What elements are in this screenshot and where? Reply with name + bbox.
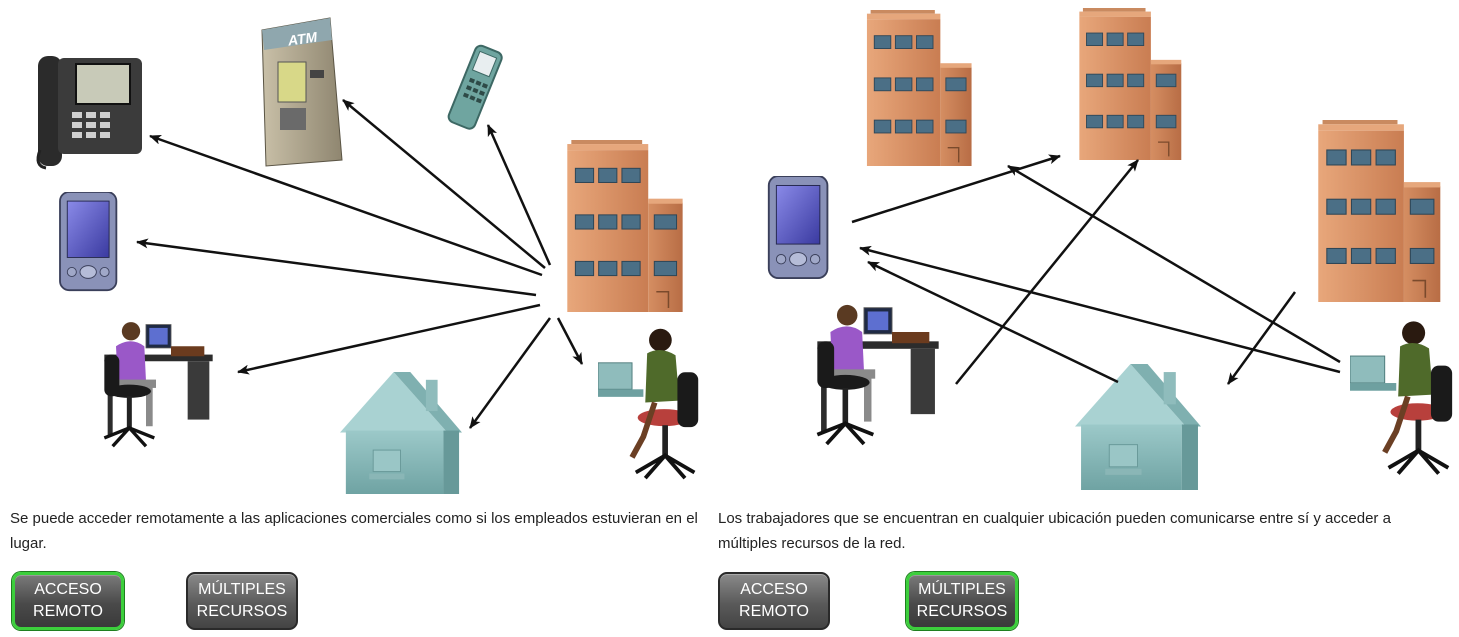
pda-icon-left xyxy=(59,192,118,292)
network-diagram: ATM xyxy=(36,8,1459,494)
cell-phone-icon xyxy=(447,44,503,130)
building-icon-left xyxy=(566,140,684,312)
caption-right: Los trabajadores que se encuentran en cu… xyxy=(718,510,1391,552)
pda-icon-right xyxy=(767,176,829,280)
building-icon-right-3 xyxy=(1317,120,1442,302)
multiples-recursos-button-right[interactable]: MÚLTIPLES RECURSOS xyxy=(906,572,1018,630)
left-arrows xyxy=(136,99,584,429)
laptop-worker-icon-right xyxy=(1350,321,1452,473)
multiples-recursos-button-left[interactable]: MÚLTIPLES RECURSOS xyxy=(186,572,298,630)
caption-left: Se puede acceder remotamente a las aplic… xyxy=(10,510,698,552)
house-icon-left xyxy=(340,372,462,494)
right-arrows xyxy=(851,154,1341,385)
atm-label: ATM xyxy=(286,29,319,49)
ip-phone-icon xyxy=(36,56,142,170)
atm-icon: ATM xyxy=(261,17,343,167)
acceso-remoto-button-right[interactable]: ACCESO REMOTO xyxy=(718,572,830,630)
office-worker-icon-right xyxy=(815,302,941,446)
house-icon-right xyxy=(1074,364,1202,490)
acceso-remoto-button-left[interactable]: ACCESO REMOTO xyxy=(12,572,124,630)
building-icon-right-2 xyxy=(1078,8,1183,160)
building-icon-right-1 xyxy=(866,10,973,166)
office-worker-icon-left xyxy=(102,320,215,449)
laptop-worker-icon-left xyxy=(598,329,698,478)
